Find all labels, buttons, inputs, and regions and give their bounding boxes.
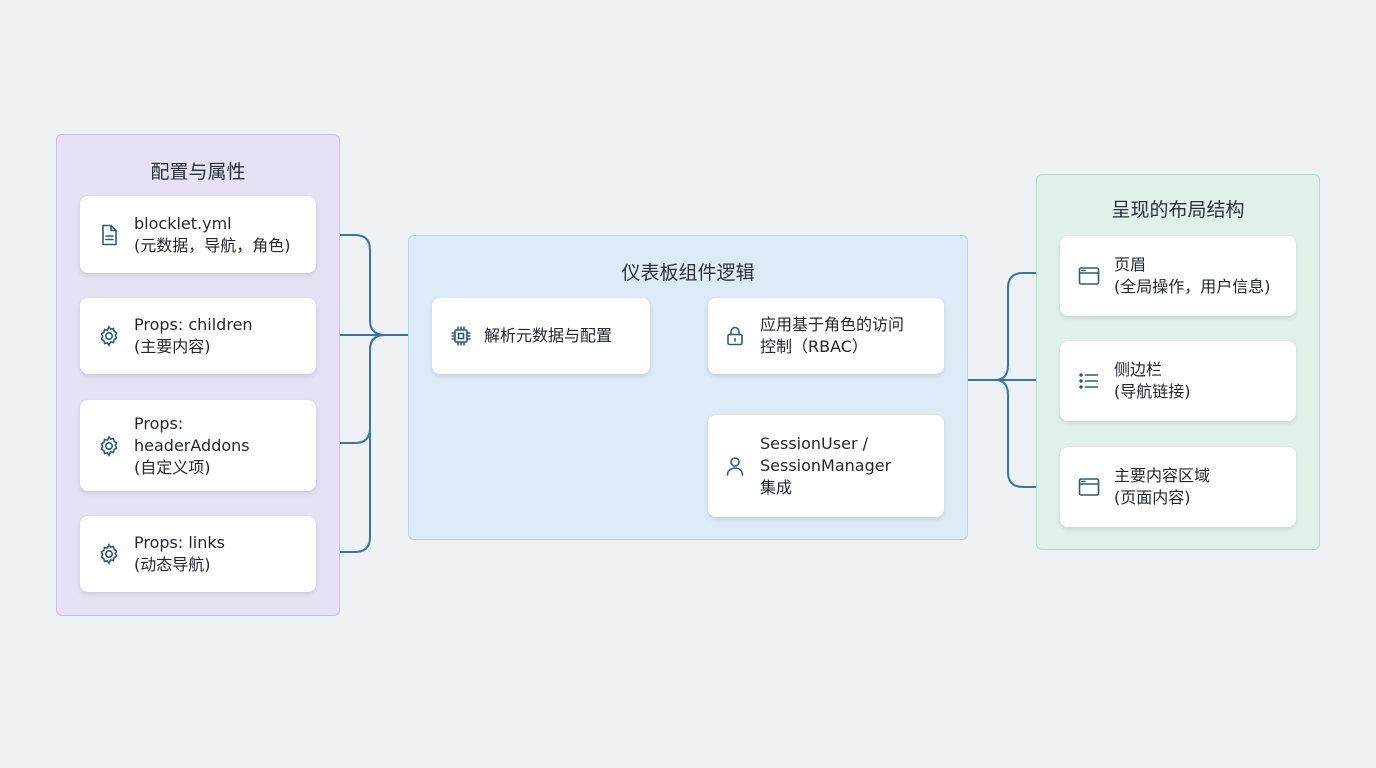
card-line: (元数据，导航，角色) xyxy=(134,235,291,255)
gear-icon xyxy=(96,323,122,349)
card-line: SessionUser / xyxy=(760,434,868,453)
chip-icon xyxy=(448,323,474,349)
card-line: (页面内容) xyxy=(1114,488,1191,507)
card-line: (导航链接) xyxy=(1114,382,1191,401)
card-line: (动态导航) xyxy=(134,555,211,574)
card-line: headerAddons xyxy=(134,435,250,455)
sidebar-card[interactable]: 侧边栏 (导航链接) xyxy=(1060,341,1296,421)
card-line: Props: children xyxy=(134,315,253,334)
card-line: SessionManager xyxy=(760,456,892,475)
card-line: 主要内容区域 xyxy=(1114,466,1211,485)
document-icon xyxy=(96,222,122,248)
parse-metadata-card[interactable]: 解析元数据与配置 xyxy=(432,298,650,374)
card-line: Props: links xyxy=(134,533,225,552)
rbac-card[interactable]: 应用基于角色的访问 控制（RBAC） xyxy=(708,298,944,374)
card-line: 控制（RBAC） xyxy=(760,337,868,356)
card-line: 页眉 xyxy=(1114,255,1147,274)
main-content-card[interactable]: 主要内容区域 (页面内容) xyxy=(1060,447,1296,527)
props-headeraddons-card[interactable]: Props: headerAddons (自定义项) xyxy=(80,400,316,491)
props-children-card[interactable]: Props: children (主要内容) xyxy=(80,298,316,374)
card-line: (主要内容) xyxy=(134,337,211,356)
card-line: Props: xyxy=(134,413,184,433)
rendered-layout-title: 呈现的布局结构 xyxy=(1111,199,1245,221)
card-line: blocklet.yml xyxy=(134,213,232,233)
browser-window-icon xyxy=(1076,263,1102,289)
list-icon xyxy=(1076,368,1102,394)
card-line: 解析元数据与配置 xyxy=(484,326,613,345)
browser-window-icon xyxy=(1076,474,1102,500)
card-line: 集成 xyxy=(760,478,793,497)
props-links-card[interactable]: Props: links (动态导航) xyxy=(80,516,316,592)
card-line: (自定义项) xyxy=(134,457,211,477)
dashboard-logic-title: 仪表板组件逻辑 xyxy=(621,262,755,284)
gear-icon xyxy=(96,433,122,459)
header-card[interactable]: 页眉 (全局操作，用户信息) xyxy=(1060,236,1296,316)
lock-icon xyxy=(722,323,748,349)
gear-icon xyxy=(96,541,122,567)
card-line: 应用基于角色的访问 xyxy=(760,315,905,334)
user-icon xyxy=(722,453,748,479)
session-integration-card[interactable]: SessionUser / SessionManager 集成 xyxy=(708,415,944,517)
blocklet-yml-card[interactable]: blocklet.yml (元数据，导航，角色) xyxy=(80,196,316,273)
card-line: (全局操作，用户信息) xyxy=(1114,277,1271,296)
card-line: 侧边栏 xyxy=(1114,360,1163,379)
config-props-title: 配置与属性 xyxy=(150,161,246,183)
